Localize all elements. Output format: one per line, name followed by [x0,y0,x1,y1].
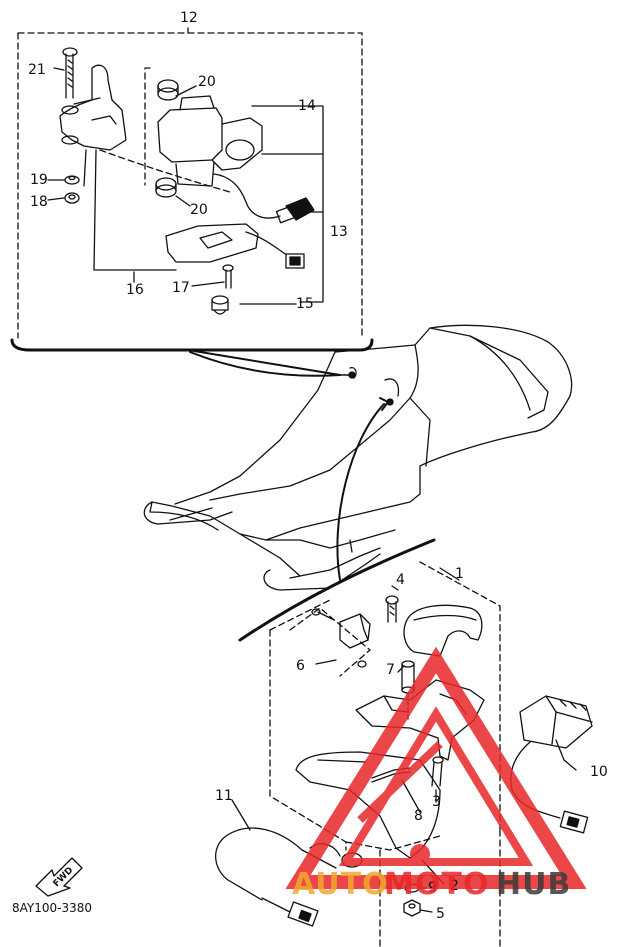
callout-labels: 12 21 20 14 19 18 20 13 16 17 15 1 4 6 7… [12,10,608,922]
part-6-bracket-group [289,607,371,677]
inset-box-group-1 [238,538,501,851]
callout-18: 18 [30,194,48,210]
callout-20-upper: 20 [198,74,216,90]
mounting-bracket-16 [59,64,231,271]
watermark-auto: AUTO [292,867,389,902]
watermark-moto: MOTO [384,867,489,902]
watermark-hub: HUB [496,867,571,902]
inset-box-group-12 [10,27,374,377]
callout-20-lower: 20 [190,202,208,218]
callout-8: 8 [414,808,423,824]
callout-7: 7 [386,662,395,678]
grommet-20-lower [155,177,177,198]
washer-19 [64,175,80,185]
watermark-text: AUTO MOTO HUB [292,867,571,902]
fwd-arrow-icon [35,857,83,897]
callout-13: 13 [330,224,348,240]
bolt-3 [431,756,444,787]
nut-18 [64,192,80,204]
callout-10: 10 [590,764,608,780]
callout-12: 12 [180,10,198,26]
relay-unit-14 [157,95,315,224]
switch-unit-10 [510,695,593,834]
callout-19: 19 [30,172,48,188]
bolt-4 [385,595,399,623]
callout-21: 21 [28,62,46,78]
callout-5: 5 [436,906,445,922]
callout-2: 2 [450,878,459,894]
callout-17: 17 [172,280,190,296]
grommet-20-upper [144,67,179,186]
callout-14: 14 [298,98,316,114]
nut-5 [403,899,421,917]
cover-cap [403,604,483,657]
diagram-code: 8AY100-3380 [12,901,92,915]
screw-17 [222,264,234,289]
bolt-15 [211,295,229,315]
callout-9: 9 [428,880,437,896]
callout-3: 3 [432,794,441,810]
callout-11: 11 [215,788,233,804]
bolt-21 [62,47,78,99]
snowmobile-body [143,324,573,591]
callout-1: 1 [455,566,464,582]
callout-15: 15 [296,296,314,312]
watermark-logo [285,646,587,889]
callout-4: 4 [396,572,405,588]
callout-6: 6 [296,658,305,674]
base-plate [165,223,305,269]
callout-16: 16 [126,282,144,298]
